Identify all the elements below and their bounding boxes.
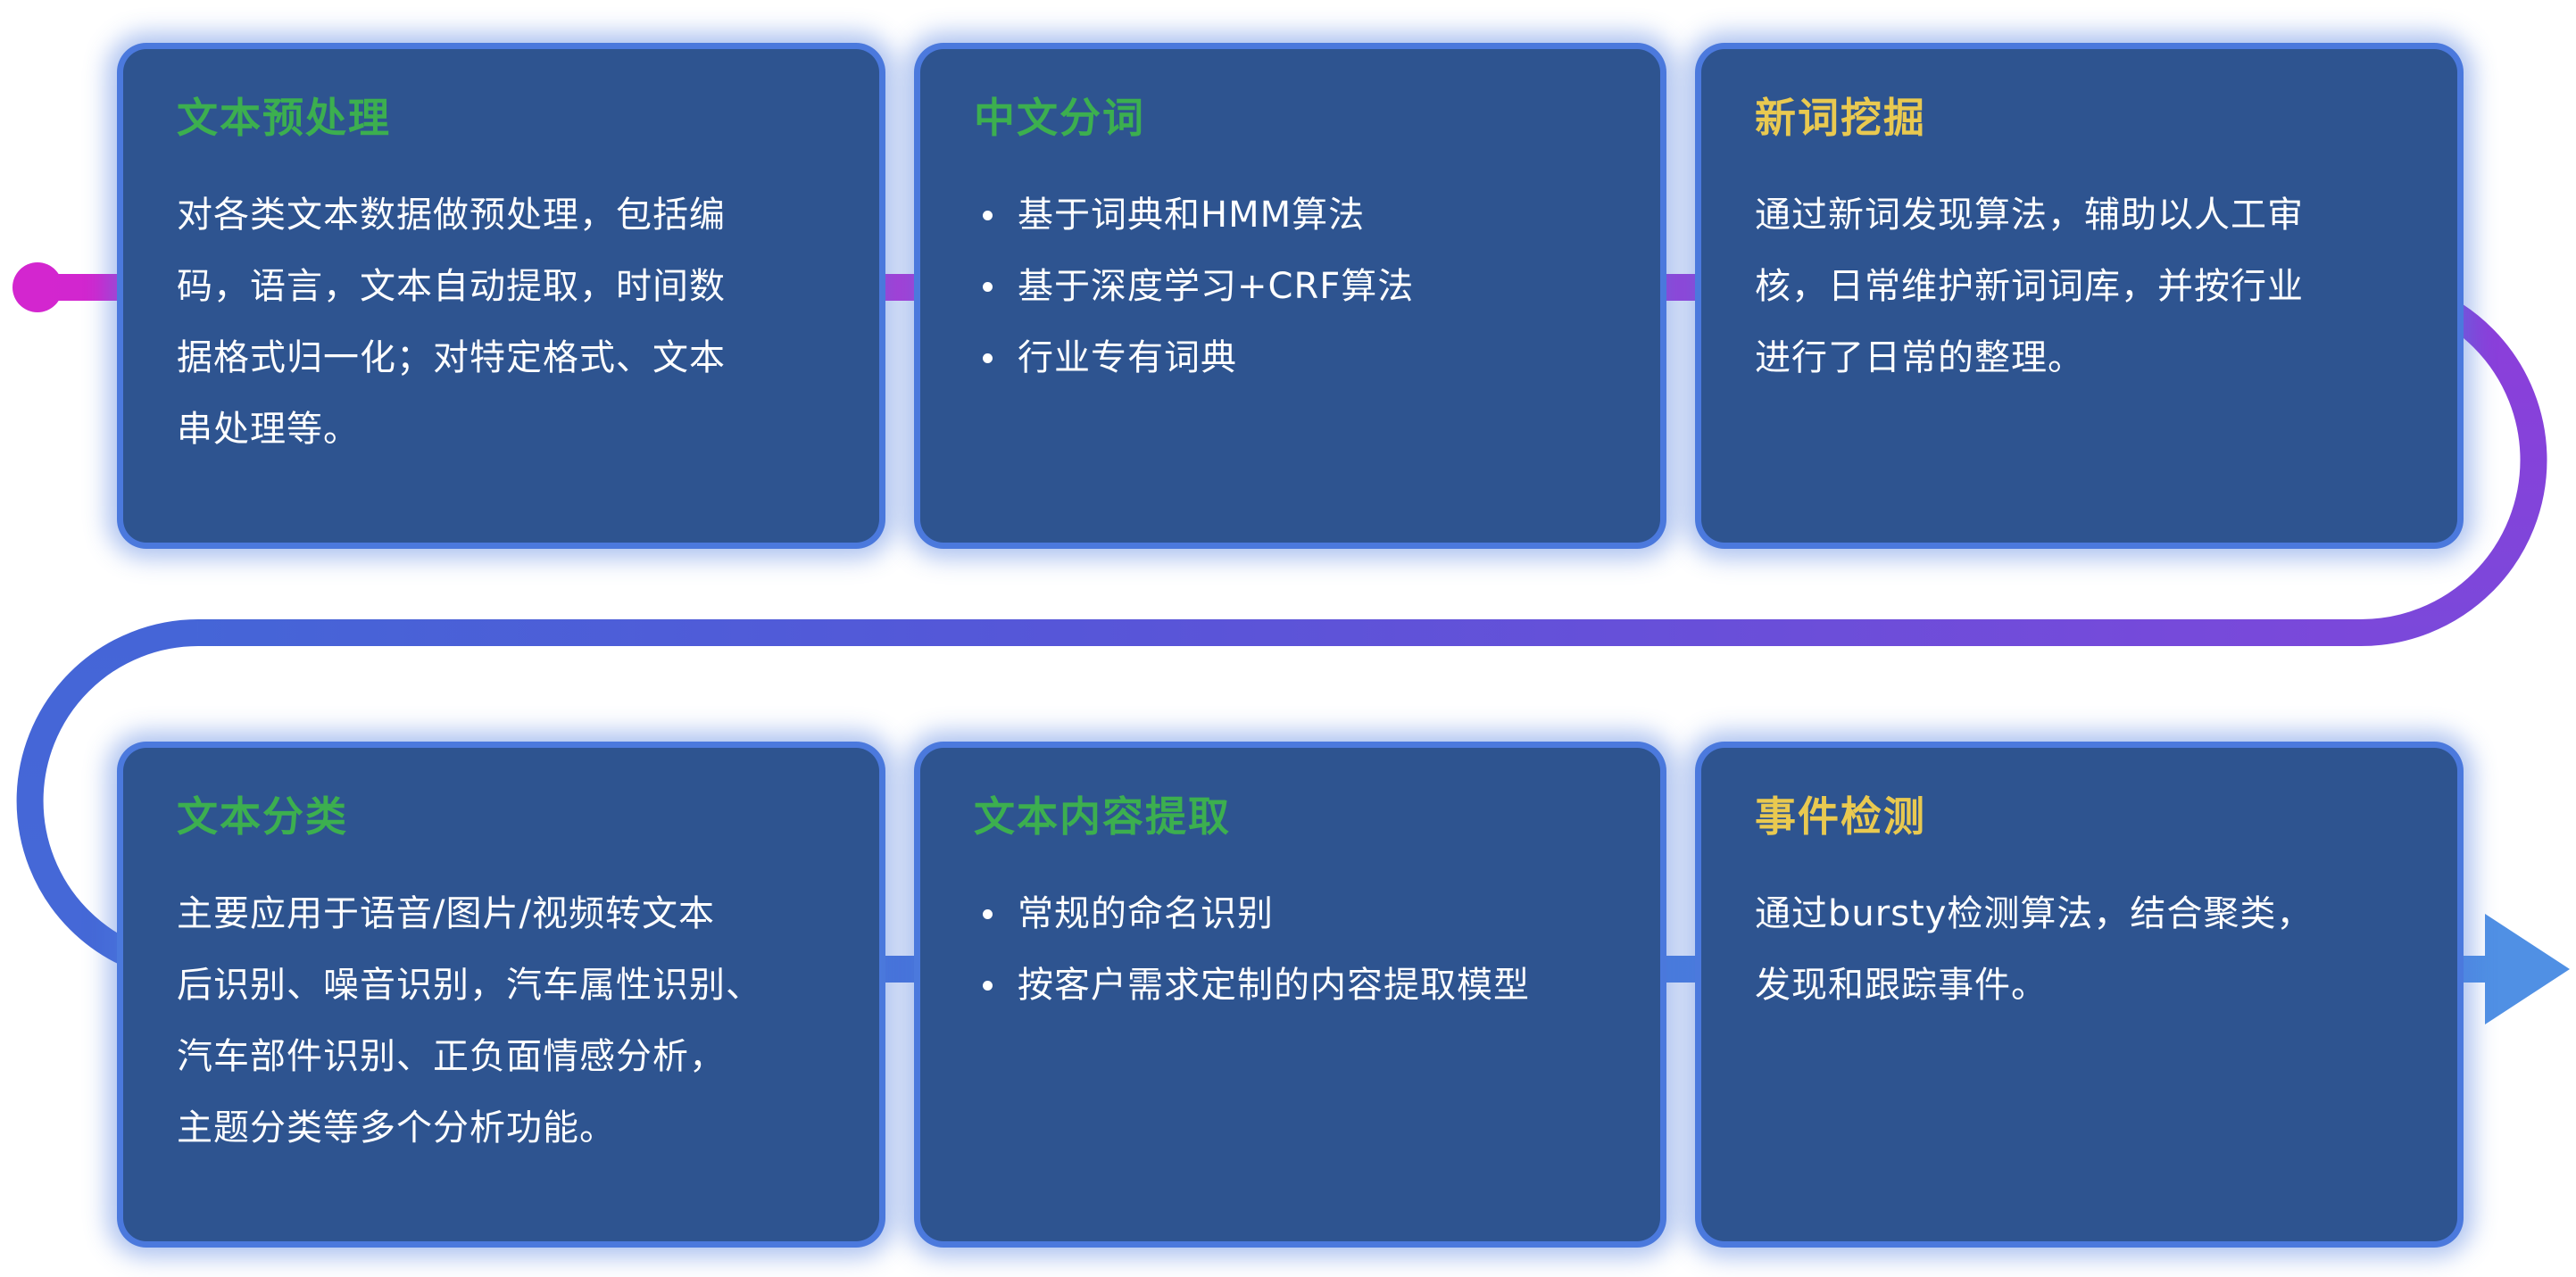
card-text-classification: 文本分类 主要应用于语音/图片/视频转文本 后识别、噪音识别，汽车属性识别、 汽… (123, 748, 879, 1241)
card-title: 新词挖掘 (1755, 94, 1926, 142)
bullet-icon (983, 353, 993, 363)
card-event-detection: 事件检测 通过bursty检测算法，结合聚类， 发现和跟踪事件。 (1701, 748, 2457, 1241)
card-new-word-mining: 新词挖掘 通过新词发现算法，辅助以人工审 核，日常维护新词词库，并按行业 进行了… (1701, 49, 2457, 543)
list-item: 基于词典和HMM算法 (974, 179, 1607, 251)
flow-left-turn (16, 619, 199, 983)
list-item: 常规的命名识别 (974, 878, 1607, 949)
bullet-icon (983, 981, 993, 991)
bullet-text: 行业专有词典 (1018, 337, 1237, 378)
card-body: 通过新词发现算法，辅助以人工审 核，日常维护新词词库，并按行业 进行了日常的整理… (1755, 195, 2304, 378)
card-text-preprocessing: 文本预处理 对各类文本数据做预处理，包括编 码，语言，文本自动提取，时间数 据格… (123, 49, 879, 543)
card-body: 主要应用于语音/图片/视频转文本 后识别、噪音识别，汽车属性识别、 汽车部件识别… (177, 893, 762, 1148)
bullet-text: 常规的命名识别 (1018, 893, 1274, 934)
bullet-list: 常规的命名识别 按客户需求定制的内容提取模型 (974, 878, 1607, 1021)
bullet-list: 基于词典和HMM算法 基于深度学习+CRF算法 行业专有词典 (974, 179, 1607, 394)
card-body: 通过bursty检测算法，结合聚类， 发现和跟踪事件。 (1755, 893, 2314, 1006)
card-title: 中文分词 (974, 94, 1145, 142)
bullet-text: 基于深度学习+CRF算法 (1018, 266, 1415, 307)
card-title: 文本内容提取 (974, 792, 1231, 841)
card-title: 文本预处理 (177, 94, 391, 142)
flow-arrow-icon (2485, 914, 2570, 1024)
card-chinese-word-segmentation: 中文分词 基于词典和HMM算法 基于深度学习+CRF算法 行业专有词典 (920, 49, 1660, 543)
bullet-icon (983, 909, 993, 919)
list-item: 按客户需求定制的内容提取模型 (974, 949, 1607, 1021)
card-text-content-extraction: 文本内容提取 常规的命名识别 按客户需求定制的内容提取模型 (920, 748, 1660, 1241)
card-title: 文本分类 (177, 792, 348, 841)
list-item: 行业专有词典 (974, 322, 1607, 394)
bullet-icon (983, 211, 993, 220)
card-title: 事件检测 (1755, 792, 1926, 841)
card-body: 对各类文本数据做预处理，包括编 码，语言，文本自动提取，时间数 据格式归一化；对… (177, 195, 726, 450)
bullet-text: 基于词典和HMM算法 (1018, 195, 1366, 236)
list-item: 基于深度学习+CRF算法 (974, 251, 1607, 322)
bullet-icon (983, 282, 993, 292)
bullet-text: 按客户需求定制的内容提取模型 (1018, 965, 1530, 1006)
